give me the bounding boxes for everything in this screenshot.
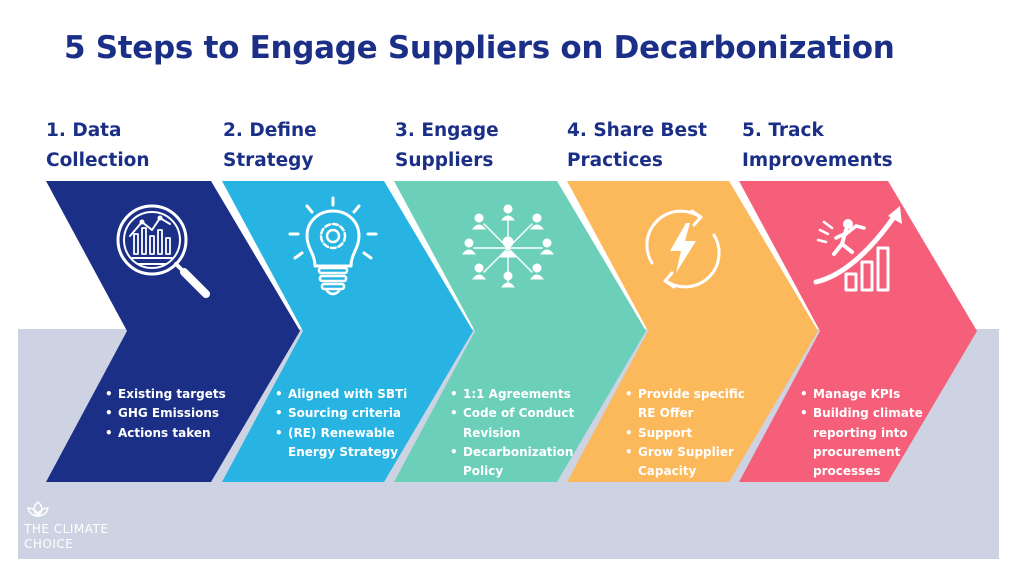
people-network-icon [462,204,554,288]
list-item: Sourcing criteria [273,404,407,424]
list-item: Code of Conduct Revision [448,404,574,443]
list-item-line: Policy [463,464,504,479]
list-item: Support [623,424,745,444]
brand-name-line1: THE CLIMATE [24,522,109,536]
growth-climber-icon [813,206,902,292]
lightbulb-gear-icon [288,196,378,296]
step-1-heading: 1. Data Collection [46,116,226,176]
step-2-heading: 2. Define Strategy [223,116,403,176]
step-2-heading-line1: 2. Define [223,120,317,141]
list-item: Grow Supplier Capacity [623,443,745,482]
step-1-bullets: Existing targets GHG Emissions Actions t… [103,385,226,443]
step-2-heading-line2: Strategy [223,150,314,171]
list-item: GHG Emissions [103,404,226,424]
list-item: Building climate reporting into procurem… [798,404,923,481]
step-3-heading-line1: 3. Engage [395,120,499,141]
step-5-heading-line2: Improvements [742,150,893,171]
step-2-bullets: Aligned with SBTi Sourcing criteria (RE)… [273,385,407,462]
list-item-line: Grow Supplier [638,444,734,459]
list-item: 1:1 Agreements [448,385,574,405]
step-3-bullets: 1:1 Agreements Code of Conduct Revision … [448,385,574,481]
list-item: Aligned with SBTi [273,385,407,405]
list-item-line: procurement [813,444,901,459]
step-3-heading-line2: Suppliers [395,150,494,171]
step-4-heading-line1: 4. Share Best [567,120,707,141]
step-4-bullets: Provide specific RE Offer Support Grow S… [623,385,745,481]
step-1-heading-line1: 1. Data [46,120,122,141]
list-item-line: Energy Strategy [288,444,399,459]
step-4-heading: 4. Share Best Practices [567,116,747,176]
list-item-line: reporting into [813,425,908,440]
list-item-line: RE Offer [638,406,694,421]
leaf-icon [27,501,49,517]
step-5-heading: 5. Track Improvements [742,116,922,176]
list-item-line: Code of Conduct [463,406,575,421]
list-item-line: Provide specific [638,387,745,401]
list-item-line: Building climate [813,406,923,421]
list-item: Existing targets [103,385,226,405]
step-5-bullets: Manage KPIs Building climate reporting i… [798,385,923,481]
list-item-line: Revision [463,425,521,440]
list-item-line: Decarbonization [463,444,574,459]
brand-name: THE CLIMATE CHOICE [24,522,164,552]
step-5-heading-line1: 5. Track [742,120,824,141]
list-item: Provide specific RE Offer [623,385,745,424]
list-item-line: (RE) Renewable [288,425,395,440]
step-1-heading-line2: Collection [46,150,150,171]
brand-name-line2: CHOICE [24,537,74,551]
magnifier-chart-icon [116,204,210,298]
list-item: (RE) Renewable Energy Strategy [273,424,407,463]
list-item: Manage KPIs [798,385,923,405]
step-3-heading: 3. Engage Suppliers [395,116,575,176]
list-item-line: processes [813,464,881,479]
energy-cycle-icon [645,209,721,289]
step-4-heading-line2: Practices [567,150,663,171]
page-title: 5 Steps to Engage Suppliers on Decarboni… [64,30,895,66]
list-item-line: Capacity [638,464,697,479]
list-item: Actions taken [103,424,226,444]
list-item: Decarbonization Policy [448,443,574,482]
